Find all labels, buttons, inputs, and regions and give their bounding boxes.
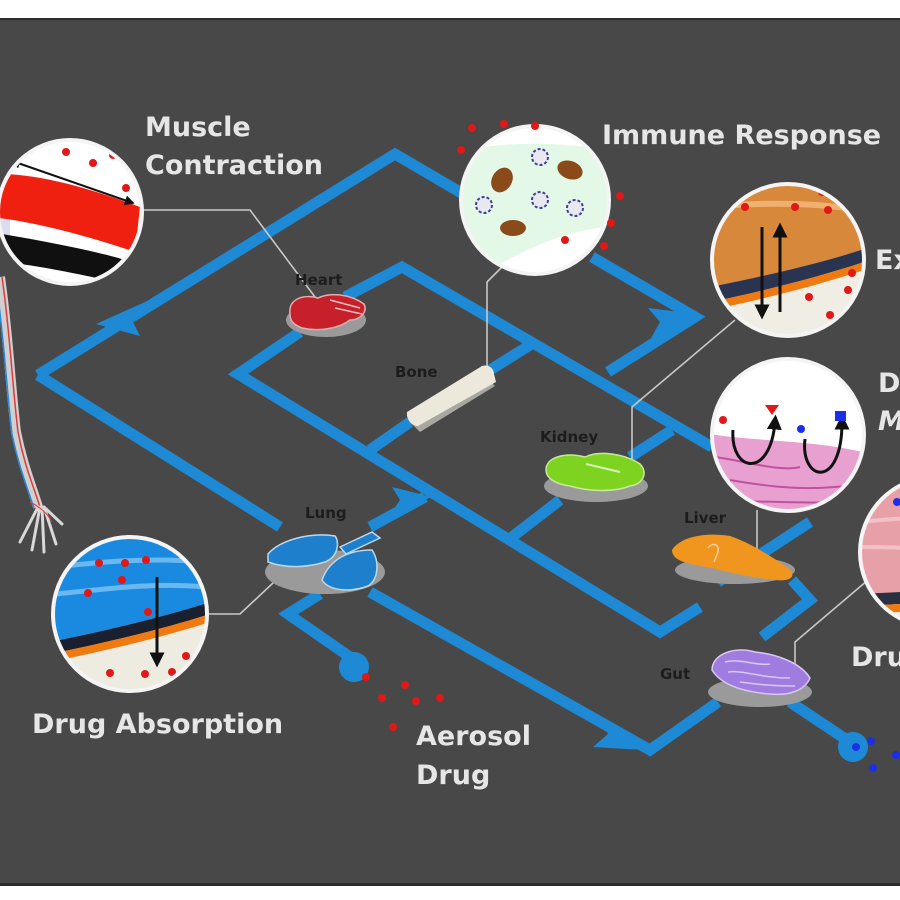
organ-lung[interactable]: Lung [265, 504, 385, 594]
organ-kidney[interactable]: Kidney [540, 428, 648, 502]
pipe-heart-loop [227, 327, 703, 639]
pipe-bone-out [487, 340, 533, 375]
leader-lines [142, 209, 869, 670]
organ-bone[interactable]: Bone [395, 363, 496, 432]
flow-arrow-lung [392, 487, 432, 512]
pipe-outer-right [589, 252, 706, 377]
lens-drug-absorption [51, 535, 209, 693]
lens-excretion [710, 182, 866, 338]
organ-gut[interactable]: Gut [660, 649, 812, 707]
flow-arrow-left [96, 302, 145, 336]
aerosol-drug-particles [362, 673, 444, 731]
label-drug-absorption: Drug Absorption [32, 709, 283, 740]
label-aerosol-line2: Drug [416, 760, 490, 791]
label-drug-metabolism-line2: M [878, 406, 900, 437]
leader-immune [486, 266, 503, 370]
organ-liver[interactable]: Liver [672, 509, 795, 584]
organ-label-kidney: Kidney [540, 428, 598, 446]
label-aerosol-line1: Aerosol [416, 721, 531, 752]
organ-label-gut: Gut [660, 665, 690, 683]
lens-drug-right-partial [858, 477, 900, 627]
aerosol-inlet-port [339, 652, 369, 682]
label-muscle-line1: Muscle [145, 112, 251, 143]
pipe-gut-outlet [786, 697, 854, 747]
label-muscle-line2: Contraction [145, 150, 323, 181]
organ-heart[interactable]: Heart [286, 271, 366, 337]
pipe-bone-branch [366, 417, 414, 455]
pipe-kidney-branch [508, 495, 564, 542]
diagram-frame: Heart Bone Kidney Lung Liver Gut [0, 18, 900, 886]
lens-immune-response [457, 120, 624, 276]
leader-muscle [142, 209, 316, 298]
pipe-aerosol-inlet [278, 589, 354, 662]
label-excretion: Ex [875, 245, 900, 276]
pipe-lung-to-gut [367, 587, 722, 757]
pipe-outer-top [35, 147, 473, 380]
label-drug-metabolism-line1: D [878, 368, 900, 399]
lens-drug-metabolism [710, 357, 866, 513]
metabolite-particles [852, 737, 900, 772]
organ-label-liver: Liver [684, 509, 727, 527]
organ-label-lung: Lung [305, 504, 347, 522]
organ-label-bone: Bone [395, 363, 438, 381]
flow-arrow-right [648, 308, 696, 340]
label-drug-right: Dru [851, 642, 900, 673]
organ-label-heart: Heart [295, 271, 342, 289]
human-arm-illustration [0, 276, 64, 554]
label-immune-response: Immune Response [602, 120, 881, 151]
pipe-heart-top [342, 260, 715, 452]
pipe-kidney-out [627, 425, 675, 462]
lens-muscle-contraction [0, 138, 144, 286]
organ-on-chip-diagram: Heart Bone Kidney Lung Liver Gut [0, 112, 900, 791]
pipe-outer-left [35, 370, 283, 532]
flow-arrow-bottom [593, 718, 645, 750]
pipe-liver-to-gut [758, 576, 819, 642]
fluidic-network [35, 147, 868, 762]
leader-drug-right [794, 579, 869, 670]
leader-excretion [631, 319, 736, 464]
